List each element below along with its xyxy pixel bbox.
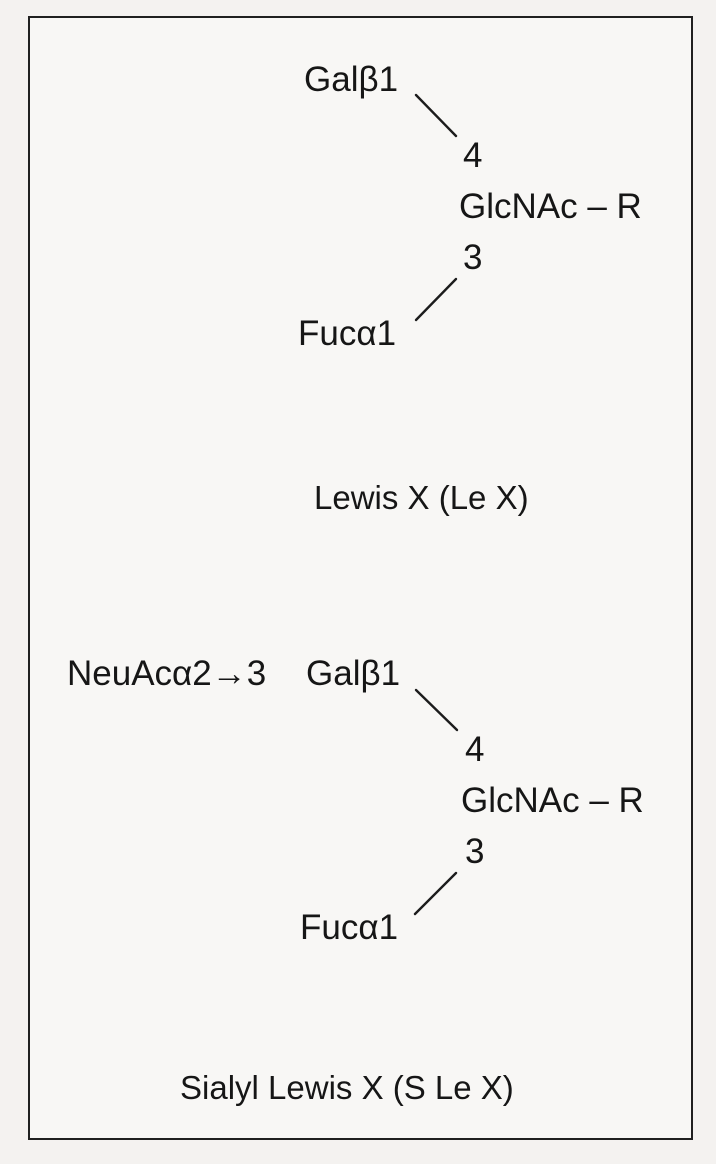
slex-neuac-residue: NeuAcα2→3 <box>67 654 267 693</box>
lex-caption: Lewis X (Le X) <box>314 479 529 516</box>
slex-fuc-glcnac-bond <box>413 871 458 916</box>
lex-fuc-glcnac-bond <box>414 277 458 322</box>
slex-caption: Sialyl Lewis X (S Le X) <box>180 1069 514 1106</box>
slex-position-4: 4 <box>465 730 485 769</box>
slex-gal-residue: Galβ1 <box>306 654 401 693</box>
slex-glcnac-residue: GlcNAc – R <box>461 781 644 820</box>
lex-position-4: 4 <box>463 136 483 175</box>
lex-position-3: 3 <box>463 238 483 277</box>
figure-frame <box>28 16 693 1140</box>
slex-fuc-residue: Fucα1 <box>300 908 399 947</box>
lex-gal-glcnac-bond <box>414 93 458 138</box>
lex-fuc-residue: Fucα1 <box>298 314 397 353</box>
slex-position-3: 3 <box>465 832 485 871</box>
lex-glcnac-residue: GlcNAc – R <box>459 187 642 226</box>
slex-gal-glcnac-bond <box>414 688 459 732</box>
lex-gal-residue: Galβ1 <box>304 60 399 99</box>
